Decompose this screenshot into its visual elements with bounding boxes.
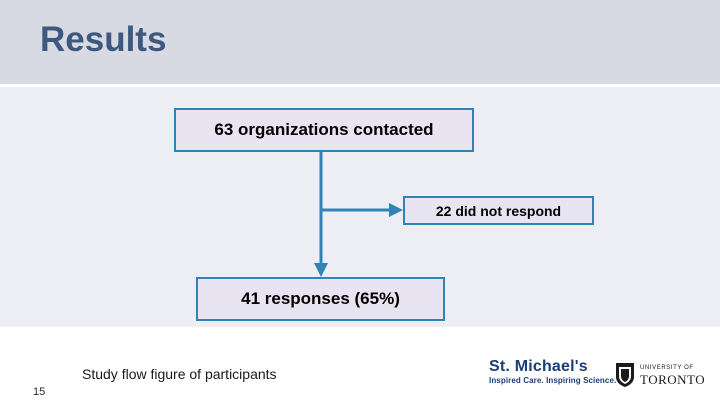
title-band-divider [0,84,720,87]
title-band [0,0,720,84]
page-number: 15 [33,386,46,398]
flow-box-contacted-label: 63 organizations contacted [214,120,434,139]
flow-box-did-not-respond-label: 22 did not respond [435,202,562,219]
uoft-logo-line2: TORONTO [640,371,706,387]
uoft-shield-icon [615,362,635,388]
uoft-logo-text: UNIVERSITY OF TORONTO [640,364,705,387]
university-of-toronto-logo: UNIVERSITY OF TORONTO [615,358,707,392]
flow-box-did-not-respond: 22 did not respond [403,196,594,225]
st-michaels-logo-tagline: Inspired Care. Inspiring Science. [489,376,617,385]
figure-caption: Study flow figure of participants [82,366,277,382]
footer-band [0,327,720,405]
page-title: Results [40,20,167,59]
flow-box-responses-label: 41 responses (65%) [241,289,400,308]
st-michaels-logo: St. Michael's Inspired Care. Inspiring S… [489,358,617,392]
uoft-logo-line1: UNIVERSITY OF [640,364,694,371]
flow-box-contacted: 63 organizations contacted [174,108,474,152]
st-michaels-logo-name: St. Michael's [489,358,588,375]
flow-box-responses: 41 responses (65%) [196,277,445,321]
